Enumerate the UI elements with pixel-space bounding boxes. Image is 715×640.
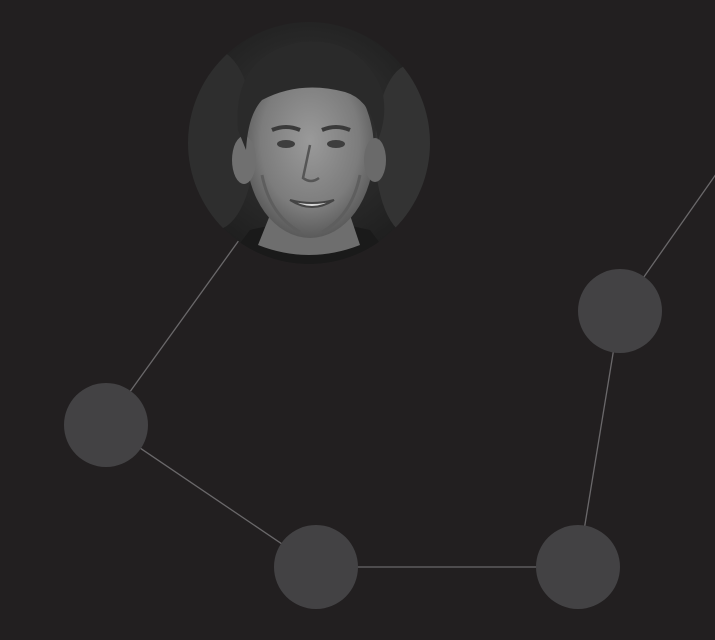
- edge-node-left-to-node-bottom-middle: [105, 424, 317, 568]
- node-bottom-middle[interactable]: [274, 525, 358, 609]
- nodes-layer: [64, 269, 662, 609]
- node-left[interactable]: [64, 383, 148, 467]
- edge-node-bottom-right-to-node-right: [577, 310, 621, 568]
- node-bottom-right[interactable]: [536, 525, 620, 609]
- node-right[interactable]: [578, 269, 662, 353]
- portrait-node[interactable]: [175, 22, 445, 270]
